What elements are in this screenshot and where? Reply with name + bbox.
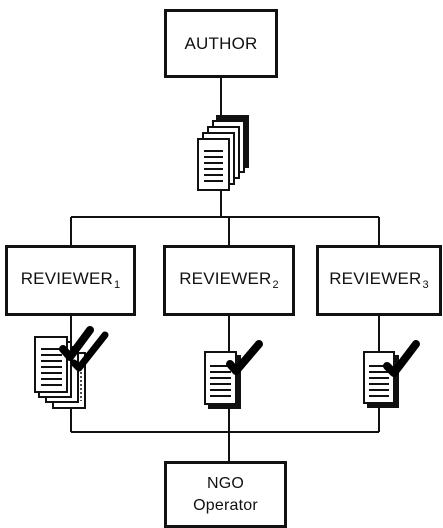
reviewer-node-1: REVIEWER1 [5, 245, 136, 316]
reviewer-subscript-2: 2 [272, 279, 279, 292]
reviewer-subscript-1: 1 [113, 279, 121, 292]
document-checkmark-icon-2 [204, 340, 263, 409]
reviewer-subscript-3: 3 [422, 279, 429, 292]
ngo-operator-label: NGO Operator [193, 473, 258, 516]
reviewer-label-2: REVIEWER2 [179, 268, 279, 293]
author-label: AUTHOR [184, 33, 258, 53]
reviewer-label-text-1: REVIEWER [20, 269, 113, 289]
reviewer-node-2: REVIEWER2 [163, 245, 295, 316]
reviewer-node-3: REVIEWER3 [316, 245, 442, 316]
document-checkmark-icon-3 [363, 340, 420, 408]
reviewer-label-text-2: REVIEWER [179, 269, 272, 289]
author-node: AUTHOR [164, 9, 278, 78]
ngo-label-line-2: Operator [193, 496, 258, 514]
document-stack-icon [197, 115, 249, 191]
ngo-operator-node: NGO Operator [164, 461, 287, 528]
ngo-label-line-1: NGO [206, 474, 245, 492]
reviewer-label-3: REVIEWER3 [329, 268, 429, 293]
checkmark-icon-1b [70, 331, 109, 372]
reviewer-label-text-3: REVIEWER [329, 269, 422, 289]
reviewer-label-1: REVIEWER1 [21, 268, 121, 293]
document-stack-checkmark-icon [34, 326, 109, 409]
checkmark-icon-1a [59, 326, 94, 361]
